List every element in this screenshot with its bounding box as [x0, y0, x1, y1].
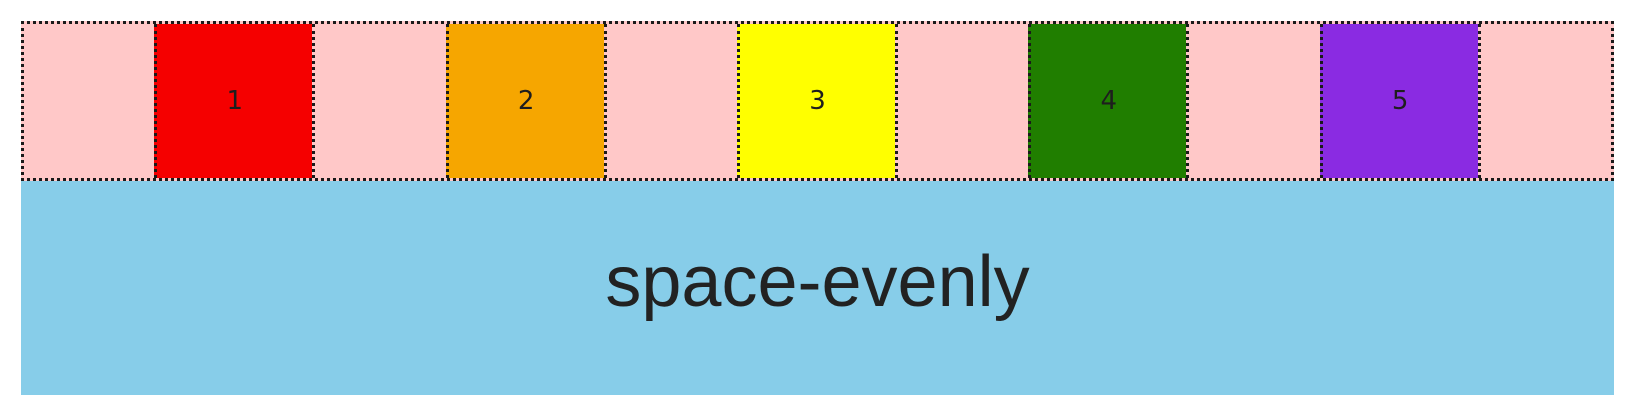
gap-cell: [1186, 24, 1319, 178]
flex-item-label: 2: [517, 86, 535, 116]
gap-cell: [24, 24, 154, 178]
flex-item-label: 4: [1100, 86, 1118, 116]
flex-item-label: 1: [226, 86, 244, 116]
gap-cell: [894, 24, 1028, 178]
gap-cell: [312, 24, 445, 178]
caption-band: space-evenly: [21, 181, 1614, 395]
flex-item-5: 5: [1319, 24, 1478, 178]
flex-item-3: 3: [736, 24, 895, 178]
flex-item-label: 3: [809, 86, 826, 116]
flex-demo-figure: 1 2 3 4 5 space-evenly: [21, 21, 1614, 395]
gap-cell: [1477, 24, 1611, 178]
caption-text: space-evenly: [605, 242, 1030, 322]
flex-item-1: 1: [154, 24, 313, 178]
flex-item-4: 4: [1028, 24, 1187, 178]
gap-cell: [603, 24, 737, 178]
flex-item-label: 5: [1391, 86, 1409, 116]
flex-container: 1 2 3 4 5: [21, 21, 1614, 181]
flex-item-2: 2: [445, 24, 604, 178]
